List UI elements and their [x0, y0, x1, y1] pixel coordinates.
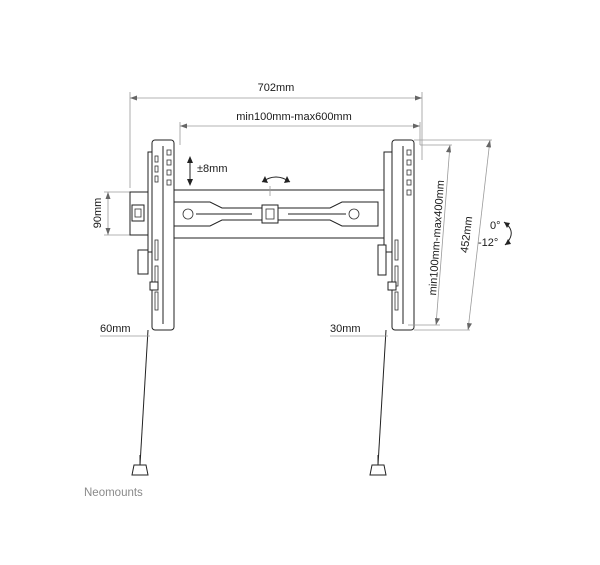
right-depth-dimension: 30mm	[330, 323, 388, 337]
wall-plate-height-label: 90mm	[92, 198, 104, 229]
wall-plate	[129, 186, 395, 239]
left-depth-dimension: 60mm	[100, 323, 150, 337]
total-width-label: 702mm	[258, 82, 295, 94]
right-depth-label: 30mm	[330, 323, 361, 335]
tilt-top-label: 0°	[490, 220, 501, 232]
vesa-vertical-label: min100mm-max400mm	[427, 180, 447, 296]
tilt-indicator: 0° -12°	[478, 220, 512, 249]
wall-plate-height-dimension: 90mm	[92, 191, 130, 236]
vesa-vertical-dimension: min100mm-max400mm	[408, 144, 452, 326]
right-tv-arm	[377, 139, 415, 466]
total-width-dimension: 702mm	[129, 82, 423, 188]
vertical-adjust-indicator: ±8mm	[187, 156, 227, 186]
pull-cord-right	[369, 455, 387, 476]
vesa-horizontal-dimension: min100mm-max600mm	[179, 111, 421, 145]
vesa-horizontal-label: min100mm-max600mm	[236, 111, 352, 123]
bracket-height-dimension: 452mm	[414, 139, 492, 331]
brand-logo-text: Neomounts	[84, 487, 143, 499]
rotation-arrow-icon	[261, 176, 291, 183]
bracket-height-label: 452mm	[459, 216, 475, 254]
tilt-bottom-label: -12°	[478, 237, 498, 249]
left-tv-arm	[137, 139, 175, 466]
pull-cord-left	[131, 455, 149, 476]
vertical-adjust-label: ±8mm	[197, 163, 227, 175]
left-depth-label: 60mm	[100, 323, 131, 335]
